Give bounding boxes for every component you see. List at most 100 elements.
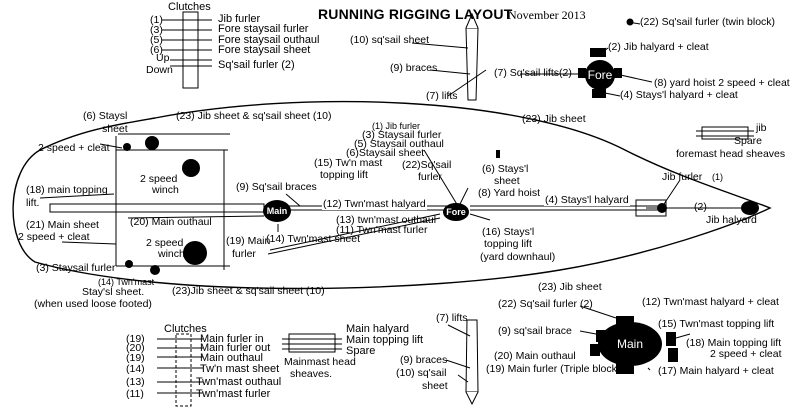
clutch-bottom-num-6: (11) bbox=[126, 388, 144, 400]
staysail-furler-small: (3) Staysail furler bbox=[362, 129, 442, 141]
staysl-sheet6-b: sheet bbox=[494, 175, 520, 187]
clutches-bottom-heading: Clutches bbox=[164, 323, 207, 335]
fore-mast-deck-label: Fore bbox=[446, 207, 466, 217]
main-outhaul-deck: (20) Main outhaul bbox=[130, 216, 212, 228]
staysl-sheet6-a: (6) Stays'l bbox=[482, 163, 529, 175]
main-mast-deck-label: Main bbox=[266, 206, 288, 216]
mainmast-head-sheaves-graphic bbox=[282, 333, 342, 353]
jib-sheet-lower-right: (23) Jib sheet bbox=[538, 281, 602, 293]
jib-furler-bow-num: (1) bbox=[712, 172, 723, 182]
winch-lower-small bbox=[125, 260, 133, 268]
winch-top-large bbox=[145, 136, 159, 150]
two-speed-winch-lower-a: 2 speed bbox=[146, 237, 184, 249]
twn-furler-deck: (11) Twn'mast furler bbox=[336, 224, 428, 236]
main-topping-cluster-a: (18) Main topping lift bbox=[686, 337, 782, 349]
clutch-top-label-1: Jib furler bbox=[218, 13, 261, 25]
clutches-top-heading: Clutches bbox=[168, 1, 211, 13]
main-sheave-caption-b: sheaves. bbox=[290, 368, 333, 380]
two-speed-winch-lower-b: winch bbox=[158, 248, 185, 260]
twnmast-staysl-a: (14) Twn'mast bbox=[98, 277, 155, 287]
fore-jib-halyard: (2) Jib halyard + cleat bbox=[608, 41, 709, 53]
winch-top-small bbox=[123, 143, 131, 151]
fore-mast-top-circle bbox=[585, 60, 615, 90]
fore-mast-deck bbox=[443, 203, 469, 221]
main-twnmast-halyard: (12) Twn'mast halyard + cleat bbox=[642, 296, 779, 308]
staysl-sheet-b: sheet bbox=[102, 123, 128, 135]
winch-lower-medium bbox=[150, 265, 160, 275]
hull-outline bbox=[12, 100, 772, 290]
jib-sheet-bottom: (23)Jib sheet & sq'sail sheet (10) bbox=[172, 285, 325, 297]
twn-topping-b: topping lift bbox=[320, 169, 368, 181]
clutch-bottom-num-1: (19) bbox=[126, 333, 145, 345]
staysail-furler-deck: (3) Staysail furler bbox=[36, 262, 116, 274]
main-mast-bottom-ellipse bbox=[598, 322, 662, 366]
main-outhaul-cluster: (20) Main outhaul bbox=[494, 350, 576, 362]
staysail-sheet-small: (6)Staysail sheet bbox=[346, 147, 425, 159]
clutch-bottom-label-2: Main furler out bbox=[200, 342, 271, 354]
fore-cluster-name: Fore bbox=[587, 68, 613, 82]
main-cluster-name: Main bbox=[616, 337, 643, 351]
sqsail-furler-deck-a: (22)Sq'sail bbox=[402, 159, 452, 171]
jib-furler-bow-block bbox=[657, 203, 667, 213]
main-sqsail-brace: (9) sq'sail brace bbox=[498, 325, 572, 337]
clutch-bottom-num-3: (19) bbox=[126, 352, 145, 364]
main-sheet-a: (21) Main sheet bbox=[26, 219, 99, 231]
loose-footed-note: (when used loose footed) bbox=[34, 298, 152, 310]
jib-furler-bow: Jib furler bbox=[662, 171, 703, 183]
twn-topping-a: (15) Tw'n mast bbox=[314, 157, 383, 169]
two-speed-winch-upper-a: 2 speed bbox=[140, 173, 178, 185]
main-sheave-label-1: Main halyard bbox=[346, 323, 409, 335]
staysl-topping-b: topping lift bbox=[484, 238, 532, 250]
page-title: RUNNING RIGGING LAYOUT bbox=[318, 6, 513, 22]
clutches-top-graphic bbox=[162, 11, 212, 89]
date-label: November 2013 bbox=[508, 8, 586, 22]
clutch-top-num-2: (3) bbox=[150, 24, 163, 36]
main-sheave-caption-a: Mainmast head bbox=[284, 356, 356, 368]
clutch-bottom-label-4: Tw'n mast sheet bbox=[200, 363, 280, 375]
clutch-top-num-4: (6) bbox=[150, 44, 163, 56]
main-sheave-label-2: Main topping lift bbox=[346, 334, 424, 346]
clutch-bottom-label-5: Twn'mast outhaul bbox=[196, 376, 282, 388]
sqsail-furler-deck-b: furler bbox=[418, 171, 442, 183]
fore-sqsail-furler: (22) Sq'sail furler (twin block) bbox=[640, 16, 776, 28]
mainmast-sqsail-b: sheet bbox=[422, 380, 448, 392]
clutch-top-sqsail: Sq'sail furler (2) bbox=[218, 59, 295, 71]
two-speed-winch-upper bbox=[182, 159, 200, 177]
twn-halyard-deck: (12) Twn'mast halyard bbox=[322, 198, 427, 210]
twn-sheet-deck: (14) Twn'mast sheet bbox=[266, 233, 361, 245]
clutch-top-down: Down bbox=[146, 64, 173, 76]
main-furler-b: furler bbox=[232, 248, 256, 260]
clutches-bottom-graphic bbox=[157, 333, 203, 407]
clutch-bottom-num-5: (13) bbox=[126, 376, 145, 388]
clutch-bottom-label-1: Main furler in bbox=[200, 333, 264, 345]
mainmast-sqsail-a: (10) sq'sail bbox=[396, 367, 447, 379]
fore-sheave-spare: Spare bbox=[734, 135, 763, 147]
main-topping-b: lift. bbox=[26, 197, 40, 209]
main-furler-a: (19) Main bbox=[226, 235, 271, 247]
clutch-bottom-num-2: (20) bbox=[126, 342, 145, 354]
jib-furler-small: (1) Jib furler bbox=[372, 121, 421, 131]
fore-cluster-graphic bbox=[520, 18, 653, 98]
jib-halyard-bow: Jib halyard bbox=[706, 214, 757, 226]
clutch-top-label-3: Fore staysail outhaul bbox=[218, 34, 320, 46]
main-halyard-cluster: (17) Main halyard + cleat bbox=[658, 365, 774, 377]
main-mast-deck bbox=[263, 200, 291, 222]
staysl-sheet-a: (6) Staysl bbox=[83, 110, 128, 122]
staysail-outhaul-small: (5) Staysail outhaul bbox=[354, 138, 444, 150]
jib-sheet-upper-right: (23) Jib sheet bbox=[522, 113, 586, 125]
foremast-head-sheaves-graphic bbox=[696, 126, 754, 140]
clutch-top-num-3: (5) bbox=[150, 34, 163, 46]
twn-outhaul-deck: (13) twn'mast outhaul bbox=[336, 214, 437, 226]
main-topping-cluster-b: 2 speed + cleat bbox=[710, 348, 782, 360]
foremast-sqsail-sheet: (10) sq'sail sheet bbox=[350, 34, 430, 46]
clutch-top-num-1: (1) bbox=[150, 14, 163, 26]
main-outhaul-line bbox=[127, 215, 265, 219]
mainmast-lifts: (7) lifts bbox=[436, 312, 468, 324]
jib-halyard-num: (2) bbox=[694, 201, 707, 213]
clutch-top-label-4: Fore staysail sheet bbox=[218, 44, 311, 56]
staysl-halyard-deck: (4) Stays'l halyard bbox=[544, 194, 630, 206]
deck-box-graphic bbox=[39, 133, 230, 270]
yard-hoist-block bbox=[496, 150, 500, 158]
